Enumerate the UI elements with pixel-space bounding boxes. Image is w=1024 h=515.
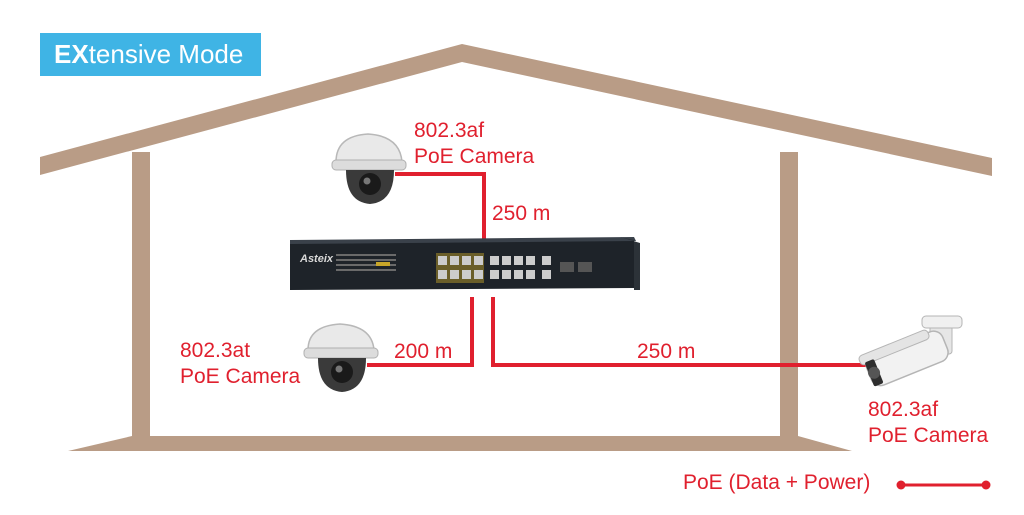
camera-right-type: PoE Camera bbox=[868, 424, 989, 447]
camera-left-type: PoE Camera bbox=[180, 365, 301, 388]
distance-top: 250 m bbox=[492, 202, 551, 225]
cable-left-camera bbox=[367, 297, 474, 367]
switch-brand-logo: Asteix bbox=[299, 253, 334, 265]
mode-title-prefix: EX bbox=[54, 39, 89, 69]
house-roof-right bbox=[462, 44, 992, 176]
legend-line bbox=[896, 480, 991, 490]
distance-left: 200 m bbox=[394, 340, 453, 363]
house-wall-left bbox=[132, 152, 150, 436]
dome-camera-left bbox=[303, 323, 379, 392]
poe-cables bbox=[367, 172, 868, 367]
house-wall-right bbox=[780, 152, 798, 436]
house-floor bbox=[68, 436, 852, 451]
camera-top-type: PoE Camera bbox=[414, 145, 535, 168]
camera-left-standard: 802.3at bbox=[180, 339, 251, 362]
mode-title-suffix: tensive Mode bbox=[88, 39, 244, 69]
camera-label-top: 802.3af PoE Camera bbox=[414, 118, 534, 170]
camera-label-left: 802.3at PoE Camera bbox=[180, 338, 300, 390]
dome-camera-top bbox=[331, 133, 407, 204]
cable-right-camera bbox=[491, 297, 868, 367]
legend-dot-end bbox=[981, 480, 991, 490]
legend-label: PoE (Data + Power) bbox=[683, 471, 871, 494]
distance-right: 250 m bbox=[637, 340, 696, 363]
poe-switch: Asteix bbox=[290, 237, 640, 290]
camera-right-standard: 802.3af bbox=[868, 398, 939, 421]
legend-dot-start bbox=[896, 480, 906, 490]
camera-label-right: 802.3af PoE Camera bbox=[868, 397, 988, 449]
camera-top-standard: 802.3af bbox=[414, 119, 485, 142]
cable-top-camera bbox=[395, 172, 486, 240]
house-roof-left bbox=[40, 44, 462, 175]
bullet-camera-right bbox=[858, 315, 963, 387]
